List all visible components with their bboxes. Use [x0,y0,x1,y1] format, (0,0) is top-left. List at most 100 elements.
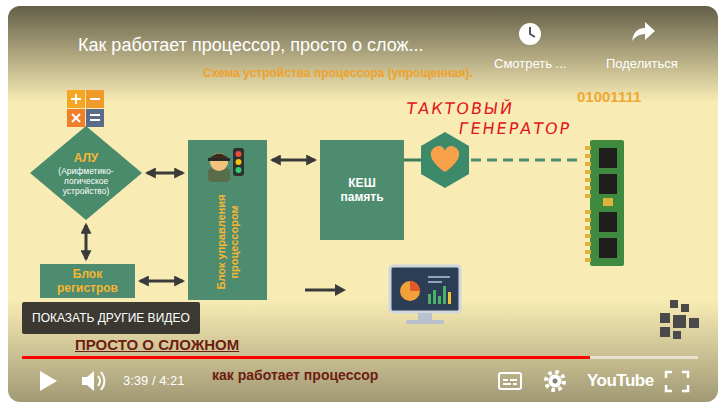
monitor-icon-part [438,296,441,304]
watch-later-icon [519,23,541,45]
monitor-arrow-part [335,284,346,296]
channel-logo-part [673,331,681,339]
player-controls-part [510,379,517,381]
alu-operations-icon-part [67,109,85,127]
node-text-block: КЕШ память [320,140,404,240]
channel-logo-part [681,304,689,312]
ram-module-part [585,226,591,230]
video-background-part [8,6,718,402]
monitor-icon-part [428,276,450,278]
progress-bar-part [22,356,698,359]
ram-module-part [585,242,591,246]
node-text-block: АЛУ(Арифметико-логическое устройство) [30,126,142,220]
channel-logo-part [673,315,686,328]
share-icon-part [632,22,655,41]
ram-module-part [585,234,591,238]
share-label: Поделиться [606,56,678,72]
alu-operations-icon-part [86,90,104,108]
player-controls-part [82,371,94,391]
monitor-icon-part [428,281,442,283]
youtube-logo: YouTube [587,370,654,392]
player-controls-part [98,376,100,386]
control-unit-box: Блок управления процессором [188,140,267,300]
channel-logo-part [660,313,670,323]
alu-operations-icon-part [86,109,104,127]
node-label: Блок управления процессором [215,187,241,297]
video-title: Как работает процессор, просто о слож... [78,34,424,56]
ram-module-part [599,174,617,194]
operator-cap-brim [208,158,230,161]
binary-number: 01001111 [577,88,641,106]
clock-generator-part [431,146,459,172]
ram-module-part [585,178,591,182]
double-arrow [140,280,183,283]
player-controls-part [513,383,517,385]
banner-subtitle: как работает процессор [212,367,378,384]
ram-module-part [603,198,613,206]
player-controls-part [546,372,564,390]
ram-module-part [599,238,617,258]
ram-module-part [585,170,591,174]
cache-box: КЕШ память [320,140,404,240]
player-controls-part [666,372,688,391]
clock-generator-part [471,159,583,162]
clock-generator [404,132,583,188]
time-display: 3:39 / 4:21 [123,373,184,389]
monitor-icon-part [410,281,420,291]
alu-operations-icon-part [90,98,100,100]
video-background-part [8,300,718,402]
monitor-arrow [305,284,346,296]
player-controls-part [553,379,558,384]
operator-face [210,153,228,171]
node-heading: АЛУ [74,151,99,165]
clock-generator-part [421,132,469,188]
alu-operations-icon-part [90,115,100,120]
player-controls-part [101,372,105,390]
ram-module-part [585,186,591,190]
monitor-icon-part [448,292,451,304]
node-heading: Блок регистров [46,267,129,295]
node-heading: КЕШ память [332,176,392,204]
channel-logo-part [670,300,678,308]
node-label: (Арифметико-логическое устройство) [55,166,117,196]
ram-module-part [599,212,617,232]
monitor-icon [390,266,460,324]
diagram-title: Схема устройства процессора (упрощенная)… [203,66,473,81]
monitor-icon-part [443,286,446,304]
register-block-box: Блок регистров [40,264,135,298]
monitor-icon-part [418,313,432,320]
monitor-icon-part [406,320,444,324]
alu-diamond: АЛУ(Арифметико-логическое устройство) [30,126,142,220]
video-background [8,6,718,402]
traffic-light-red [236,151,242,157]
channel-logo [660,300,699,339]
ram-module-part [585,162,591,166]
watch-later-icon-part [530,27,535,37]
double-arrow [272,159,315,162]
ram-module-part [585,218,591,222]
progress-bar-part [22,356,590,359]
ram-module [585,140,624,266]
video-background-part [8,6,718,102]
progress-bar [22,356,698,359]
share-icon [632,22,655,41]
monitor-icon-part [433,290,436,304]
more-videos-overlay: ПОКАЗАТЬ ДРУГИЕ ВИДЕО [22,302,200,334]
player-controls-part [499,373,521,389]
channel-banner: ПРОСТО О СЛОЖНОМ [75,336,239,354]
double-arrow [147,172,183,175]
player-controls-part [40,371,57,391]
ram-module-part [599,148,617,168]
ram-module-part [585,210,591,214]
monitor-icon-part [428,294,431,304]
alu-operations-icon-part [72,114,80,122]
traffic-light-yellow [236,159,242,165]
operator-icon [188,140,267,185]
traffic-light-green [236,167,242,173]
player-controls-part [503,379,508,381]
monitor-icon-part [400,281,420,301]
monitor-icon-part [390,266,460,312]
traffic-light [233,148,244,176]
clock-generator-part [404,159,421,162]
